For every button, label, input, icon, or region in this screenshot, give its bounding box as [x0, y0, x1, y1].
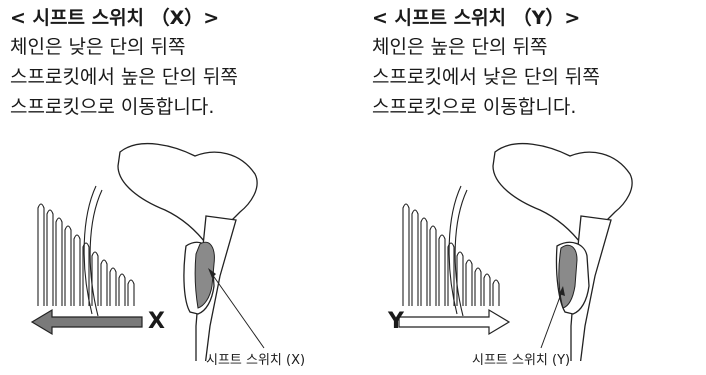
switch-y-line-2: 스프로킷에서 낮은 단의 뒤쪽 [372, 66, 600, 88]
switch-y-section: < 시프트 스위치 （Y）> 체인은 높은 단의 뒤쪽 스프로킷에서 낮은 단의… [372, 4, 706, 122]
switch-x-diagram [30, 142, 265, 361]
arrow-right-y [398, 308, 511, 336]
switch-x-line-3: 스프로킷으로 이동합니다. [10, 96, 215, 118]
switch-x-heading: < 시프트 스위치 （X）> [10, 7, 220, 29]
switch-x-section: < 시프트 스위치 （X）> 체인은 낮은 단의 뒤쪽 스프로킷에서 높은 단의… [10, 4, 350, 122]
arrow-label-x: X [148, 309, 165, 334]
brake-lever-x [117, 142, 258, 361]
arrow-label-y: Y [388, 309, 404, 334]
sprocket-lines-x [37, 185, 135, 317]
sprocket-lines-y [402, 185, 500, 317]
switch-y-line-3: 스프로킷으로 이동합니다. [372, 96, 577, 118]
switch-y-line-1: 체인은 높은 단의 뒤쪽 [372, 36, 548, 58]
pointer-line-x [211, 273, 265, 349]
pointer-line-y [540, 293, 562, 349]
switch-y-diagram [398, 142, 633, 361]
arrow-left-x [30, 308, 143, 336]
shift-switch-x-shaded [194, 241, 215, 309]
switch-y-heading: < 시프트 스위치 （Y）> [372, 7, 581, 29]
switch-y-illustration [365, 126, 705, 361]
switch-x-illustration [0, 126, 340, 361]
switch-x-caption: 시프트 스위치 (X) [206, 353, 306, 368]
switch-y-caption: 시프트 스위치 (Y) [472, 353, 571, 368]
pointer-head-y [559, 286, 565, 296]
pointer-head-x [208, 268, 216, 278]
switch-x-line-1: 체인은 낮은 단의 뒤쪽 [10, 36, 186, 58]
switch-x-line-2: 스프로킷에서 높은 단의 뒤쪽 [10, 66, 238, 88]
